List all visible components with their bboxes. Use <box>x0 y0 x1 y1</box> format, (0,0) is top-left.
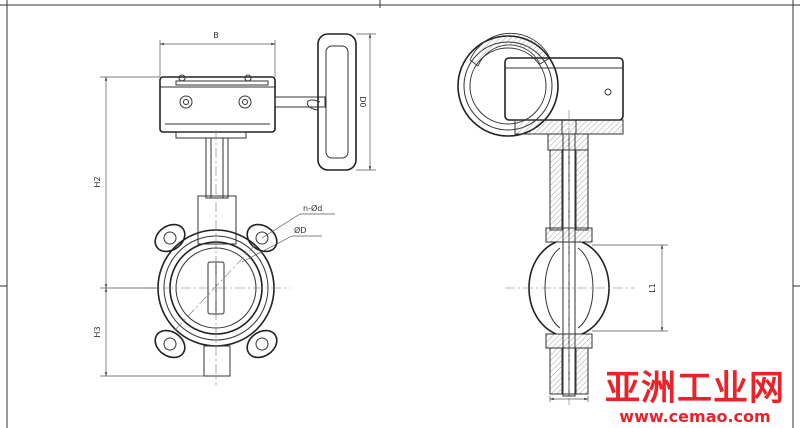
svg-text:D0: D0 <box>358 96 367 107</box>
side-gearbox <box>504 57 624 135</box>
callout-bolt-holes: n-Ød <box>261 203 335 239</box>
valve-neck <box>197 137 237 245</box>
watermark-logo: 亚洲工业网 www.cemao.com <box>600 370 790 426</box>
dimension-b: B <box>159 31 276 77</box>
front-view: B D0 H2 H3 n-Ød <box>93 31 376 385</box>
svg-text:ØD: ØD <box>294 225 306 235</box>
dimension-d0: D0 <box>356 33 376 171</box>
dimension-h2: H2 <box>93 76 160 289</box>
watermark-url: www.cemao.com <box>619 407 771 426</box>
svg-text:n-Ød: n-Ød <box>303 203 322 213</box>
svg-text:H2: H2 <box>93 176 102 187</box>
svg-text:B: B <box>213 31 219 40</box>
handwheel <box>306 33 357 171</box>
watermark-name: 亚洲工业网 <box>604 369 785 409</box>
side-body <box>528 227 610 395</box>
dimension-h3: H3 <box>93 287 204 377</box>
gearbox <box>159 74 326 139</box>
dimension-body-width <box>549 396 589 402</box>
callout-bore: ØD <box>241 225 322 263</box>
svg-text:H3: H3 <box>93 326 102 337</box>
svg-text:L1: L1 <box>648 283 657 293</box>
dimension-l1: L1 <box>592 244 668 332</box>
side-handwheel <box>457 32 559 137</box>
side-view: L1 <box>457 32 668 405</box>
